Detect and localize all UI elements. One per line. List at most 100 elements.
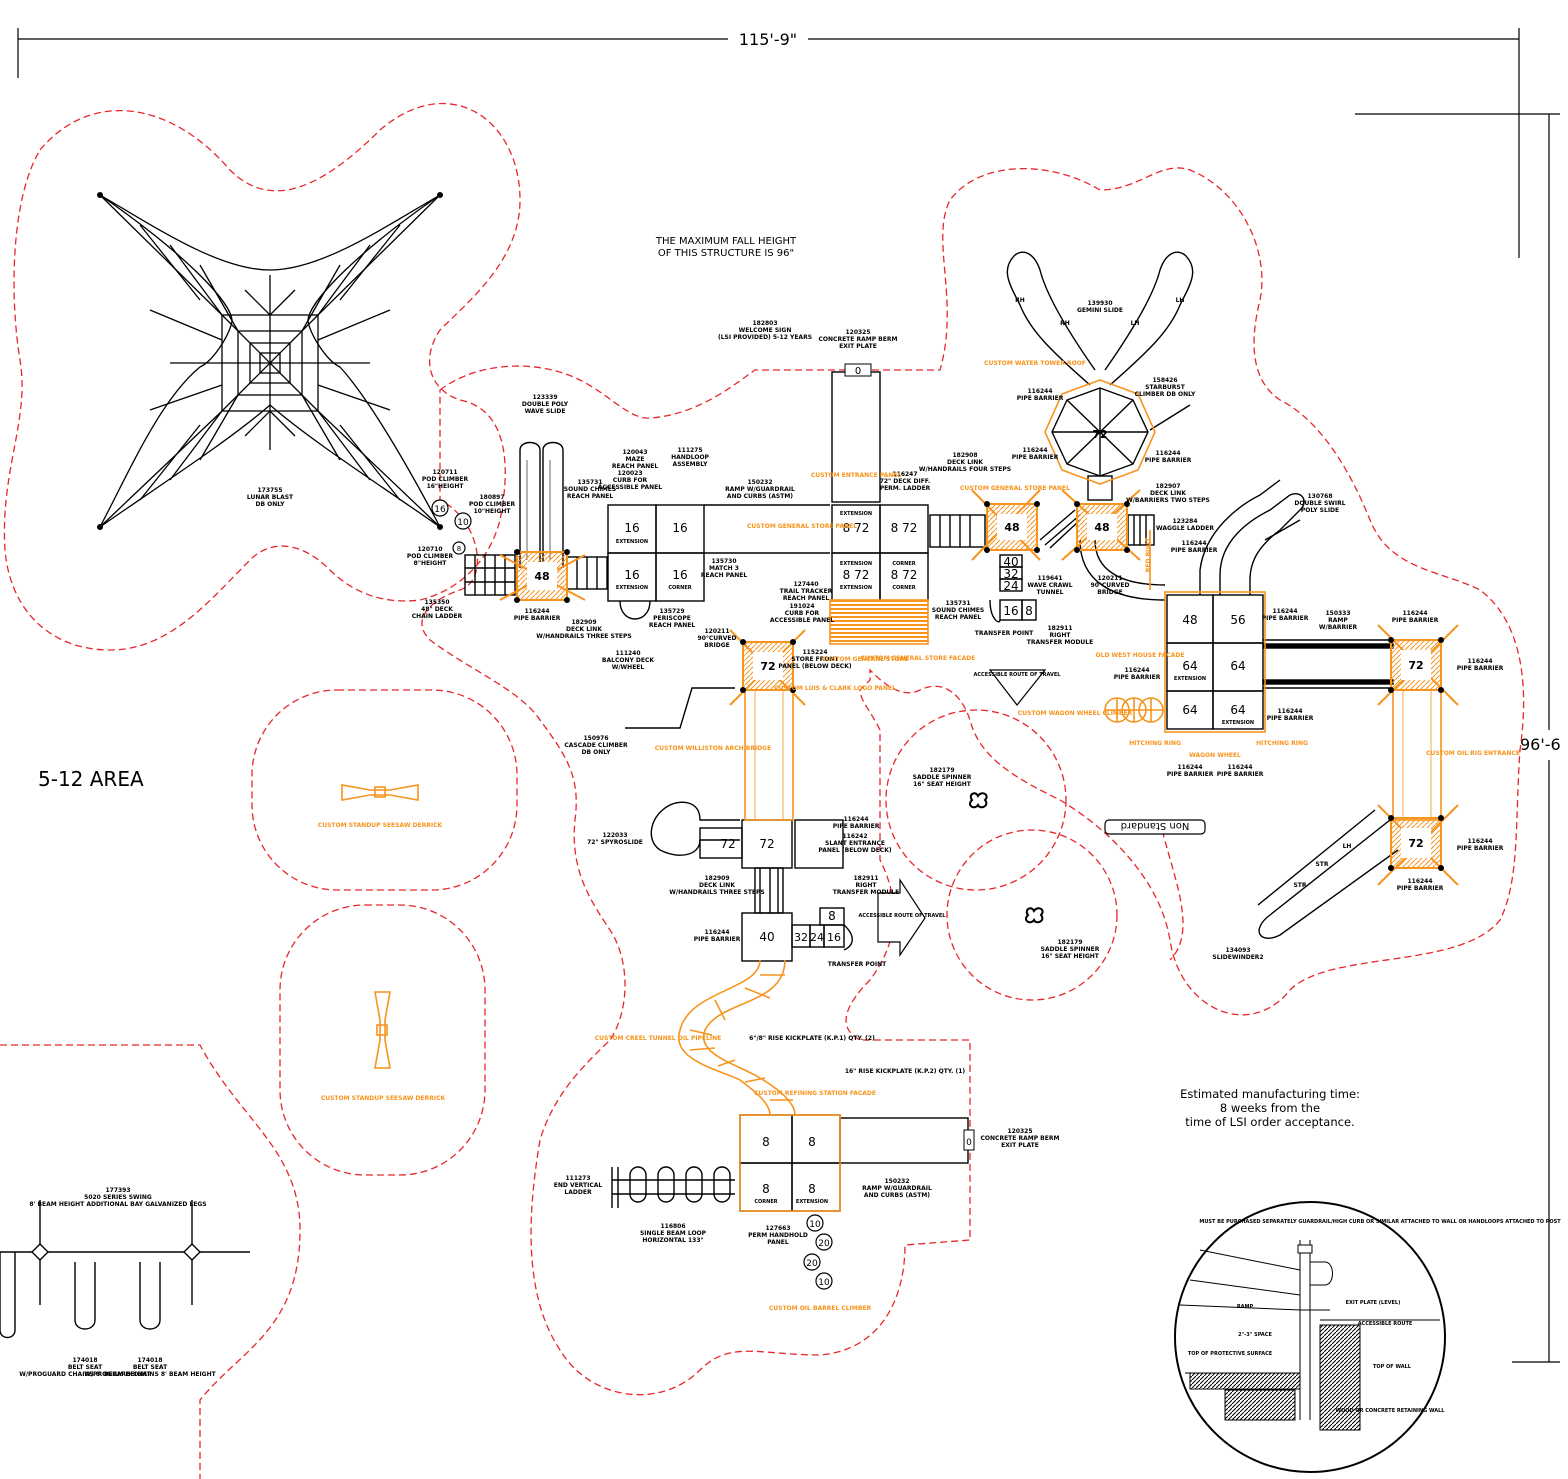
svg-text:CUSTOM REFINING STATION FACADE: CUSTOM REFINING STATION FACADE (754, 1090, 876, 1097)
svg-text:WAVE SLIDE: WAVE SLIDE (525, 408, 566, 415)
svg-text:TOP OF WALL: TOP OF WALL (1373, 1364, 1412, 1370)
deck-72-center: 72 (729, 629, 806, 706)
deck-72-oil-rig-top: 72 (1377, 624, 1459, 706)
svg-text:16: 16 (624, 568, 639, 582)
svg-text:PIPE BARRIER: PIPE BARRIER (1171, 547, 1218, 554)
svg-text:PIPE BARRIER: PIPE BARRIER (1012, 454, 1059, 461)
svg-text:RED BUILT: RED BUILT (1145, 537, 1152, 572)
svg-text:182911: 182911 (1047, 625, 1072, 632)
svg-text:CURB FOR: CURB FOR (613, 477, 648, 484)
svg-text:PIPE BARRIER: PIPE BARRIER (1392, 617, 1439, 624)
svg-text:120211: 120211 (704, 628, 729, 635)
svg-text:WOOD OR CONCRETE RETAINING WAL: WOOD OR CONCRETE RETAINING WALL (1336, 1408, 1446, 1414)
svg-text:PIPE BARRIER: PIPE BARRIER (1267, 715, 1314, 722)
svg-text:MAZE: MAZE (625, 456, 644, 463)
svg-text:8: 8 (808, 1182, 816, 1196)
svg-text:191024: 191024 (789, 603, 814, 610)
deck-cell-numbers: 16 16 16 16 8 72 8 72 8 72 8 72 48 56 64… (624, 521, 1245, 1196)
svg-text:PIPE BARRIER: PIPE BARRIER (1262, 615, 1309, 622)
svg-text:EXTENSION: EXTENSION (840, 585, 872, 591)
depth-dimension-label: 96'-6 (1520, 735, 1561, 754)
svg-text:72: 72 (720, 837, 735, 851)
svg-text:182908: 182908 (952, 452, 977, 459)
svg-text:CUSTOM WAGON WHEEL CLIMBER: CUSTOM WAGON WHEEL CLIMBER (1018, 710, 1133, 717)
svg-text:PIPE BARRIER: PIPE BARRIER (1145, 457, 1192, 464)
svg-text:116244: 116244 (843, 816, 868, 823)
svg-text:STORE FRONT: STORE FRONT (791, 656, 839, 663)
svg-text:ACCESSIBLE PANEL: ACCESSIBLE PANEL (770, 617, 834, 624)
svg-text:SADDLE SPINNER: SADDLE SPINNER (1041, 946, 1100, 953)
svg-text:120325: 120325 (1007, 1128, 1032, 1135)
svg-text:8 72: 8 72 (891, 521, 918, 535)
svg-text:CUSTOM ENTRANCE PANEL: CUSTOM ENTRANCE PANEL (811, 472, 902, 479)
svg-text:CUSTOM WILLISTON ARCH BRIDGE: CUSTOM WILLISTON ARCH BRIDGE (655, 745, 771, 752)
svg-text:CASCADE CLIMBER: CASCADE CLIMBER (564, 742, 628, 749)
svg-text:16" SEAT HEIGHT: 16" SEAT HEIGHT (1041, 953, 1100, 960)
svg-text:RAMP W/GUARDRAIL: RAMP W/GUARDRAIL (862, 1185, 932, 1192)
svg-text:40: 40 (1003, 555, 1018, 569)
svg-text:16: 16 (434, 505, 446, 515)
svg-text:LADDER: LADDER (564, 1189, 592, 1196)
svg-text:RH: RH (1015, 297, 1025, 304)
net-anchor-points (97, 192, 443, 530)
svg-text:116806: 116806 (660, 1223, 685, 1230)
svg-text:SOUND CHIMES: SOUND CHIMES (564, 486, 616, 493)
svg-text:6"/8" RISE KICKPLATE (K.P.1) Q: 6"/8" RISE KICKPLATE (K.P.1) QTY. (2) (749, 1035, 875, 1042)
svg-text:72: 72 (1408, 659, 1423, 672)
svg-text:EXIT PLATE (LEVEL): EXIT PLATE (LEVEL) (1346, 1300, 1401, 1306)
svg-text:158426: 158426 (1152, 377, 1177, 384)
svg-text:111240: 111240 (615, 650, 640, 657)
svg-text:48: 48 (1094, 521, 1109, 534)
svg-text:PERM. LADDER: PERM. LADDER (880, 485, 931, 492)
platform-decks: 48 72 48 48 72 (499, 428, 1459, 886)
svg-text:RAMP: RAMP (1328, 617, 1348, 624)
svg-text:REACH PANEL: REACH PANEL (612, 463, 658, 470)
svg-text:24: 24 (810, 931, 824, 944)
estimate-note: Estimated manufacturing time: 8 weeks fr… (1180, 1087, 1360, 1129)
svg-text:CUSTOM GENERAL STORE FACADE: CUSTOM GENERAL STORE FACADE (861, 655, 976, 662)
svg-text:48" DECK: 48" DECK (421, 606, 453, 613)
svg-text:CUSTOM GENERAL STORE: CUSTOM GENERAL STORE (822, 656, 908, 663)
svg-text:64: 64 (1230, 659, 1245, 673)
use-zone-swings (0, 1044, 301, 1479)
svg-text:PIPE BARRIER: PIPE BARRIER (1017, 395, 1064, 402)
svg-text:EXIT PLATE: EXIT PLATE (839, 343, 877, 350)
svg-text:111275: 111275 (677, 447, 702, 454)
lunar-blast-net-climber (99, 194, 441, 528)
svg-text:OLD WEST HOUSE FACADE: OLD WEST HOUSE FACADE (1096, 652, 1185, 659)
svg-text:182909: 182909 (571, 619, 596, 626)
svg-text:90°CURVED: 90°CURVED (1091, 582, 1130, 589)
svg-text:PIPE BARRIER: PIPE BARRIER (694, 936, 741, 943)
svg-text:BELT SEAT: BELT SEAT (133, 1364, 168, 1371)
svg-text:TRANSFER MODULE: TRANSFER MODULE (1027, 639, 1093, 646)
svg-text:DECK LINK: DECK LINK (947, 459, 983, 466)
svg-text:130768: 130768 (1307, 493, 1332, 500)
svg-text:120325: 120325 (845, 329, 870, 336)
svg-text:10: 10 (809, 1220, 821, 1230)
svg-text:TOP OF PROTECTIVE SURFACE: TOP OF PROTECTIVE SURFACE (1188, 1351, 1273, 1357)
deck-72-tower: 72 (1092, 428, 1107, 441)
svg-text:150333: 150333 (1325, 610, 1350, 617)
use-zone-saddle-spinner-2 (946, 829, 1118, 1001)
svg-text:PIPE BARRIER: PIPE BARRIER (1457, 665, 1504, 672)
svg-text:PIPE BARRIER: PIPE BARRIER (514, 615, 561, 622)
